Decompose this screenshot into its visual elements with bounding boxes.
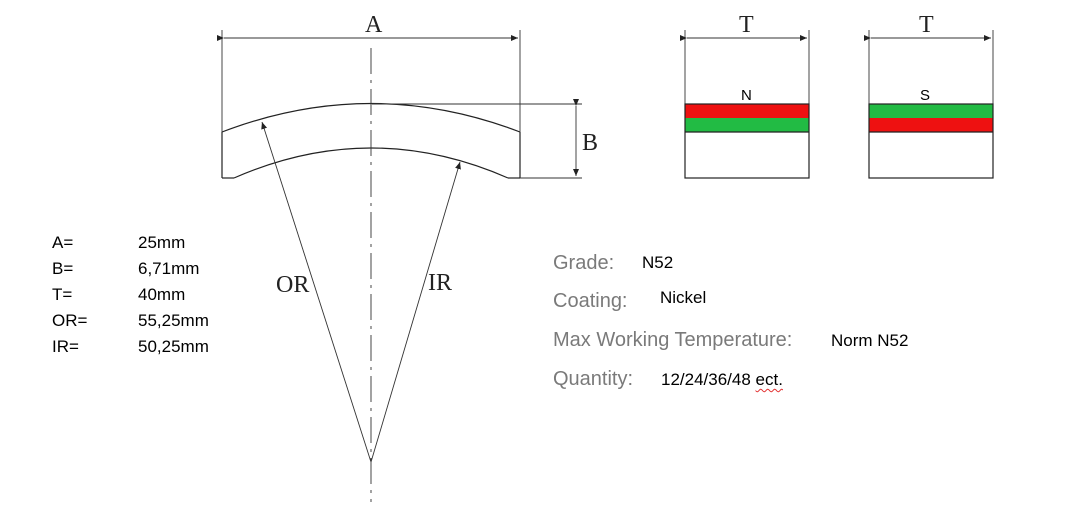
spec-value-max-temperature: Norm N52: [831, 331, 909, 350]
label-t-left: T: [739, 12, 754, 38]
label-b: B: [582, 130, 598, 156]
side-view-north: T N: [680, 12, 810, 179]
dimension-key: T=: [52, 285, 73, 304]
dimension-value: 40mm: [138, 285, 186, 304]
dimension-key: A=: [52, 233, 74, 252]
label-or: OR: [276, 272, 309, 298]
side-view-south: T S: [864, 12, 994, 179]
label-ir: IR: [428, 270, 452, 296]
north-green-band: [685, 118, 809, 132]
north-red-band: [685, 104, 809, 118]
spec-value-coating: Nickel: [660, 288, 707, 307]
dimension-list: A= 25mm B= 6,71mm T= 40mm OR= 55,25mm IR…: [52, 230, 209, 360]
dimension-value: 6,71mm: [138, 259, 200, 278]
dimension-row: B= 6,71mm: [52, 256, 209, 282]
dimension-value: 25mm: [138, 233, 186, 252]
spec-key-coating: Coating:: [553, 290, 628, 312]
spec-grade: Grade: N52: [553, 252, 673, 275]
spec-max-temperature: Max Working Temperature: Norm N52: [553, 329, 908, 352]
quantity-suffix: ect.: [755, 370, 783, 389]
spec-value-grade: N52: [642, 253, 674, 272]
label-a: A: [365, 12, 383, 38]
south-green-band: [869, 104, 993, 118]
label-t-right: T: [919, 12, 934, 38]
spec-value-quantity: 12/24/36/48 ect.: [661, 370, 783, 390]
spec-key-grade: Grade:: [553, 252, 615, 274]
spec-coating: Coating: Nickel: [553, 288, 706, 313]
dimension-key: IR=: [52, 337, 79, 356]
spec-key-max-temperature: Max Working Temperature:: [553, 329, 793, 351]
dimension-row: T= 40mm: [52, 282, 209, 308]
spec-quantity: Quantity: 12/24/36/48 ect.: [553, 368, 783, 391]
dimension-key: OR=: [52, 311, 88, 330]
dimension-row: OR= 55,25mm: [52, 308, 209, 334]
pole-label-south: S: [920, 87, 930, 104]
dimension-row: IR= 50,25mm: [52, 334, 209, 360]
spec-key-quantity: Quantity:: [553, 368, 634, 390]
quantity-numbers: 12/24/36/48: [661, 370, 751, 389]
dimension-row: A= 25mm: [52, 230, 209, 256]
south-red-band: [869, 118, 993, 132]
pole-label-north: N: [741, 87, 752, 104]
dimension-value: 50,25mm: [138, 337, 209, 356]
dimension-a: A: [217, 12, 521, 132]
dimension-key: B=: [52, 259, 74, 278]
dimension-value: 55,25mm: [138, 311, 209, 330]
radius-lines: OR IR: [261, 121, 461, 463]
dimension-b: B: [372, 99, 598, 179]
